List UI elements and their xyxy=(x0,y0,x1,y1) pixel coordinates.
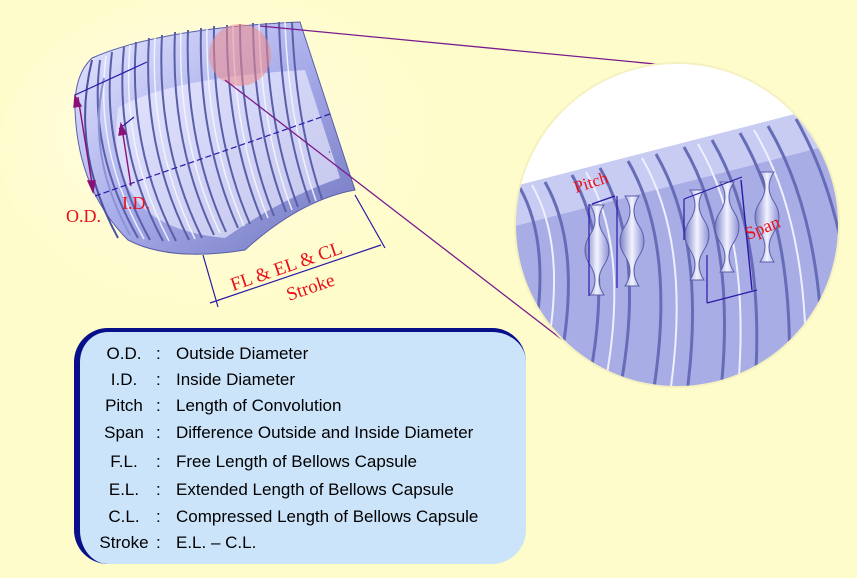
legend-term: Span xyxy=(104,423,144,442)
legend-term: F.L. xyxy=(110,452,138,471)
legend-colon: : xyxy=(156,452,161,471)
legend-row-stroke: Stroke : E.L. – C.L. xyxy=(80,533,520,559)
legend-colon: : xyxy=(156,480,161,499)
legend-row-pitch: Pitch : Length of Convolution xyxy=(80,396,520,422)
legend-term: Pitch xyxy=(105,396,143,415)
legend-definition: Length of Convolution xyxy=(176,396,342,415)
legend-colon: : xyxy=(156,507,161,526)
zoom-connector-top xyxy=(259,25,677,67)
dimension-lines xyxy=(74,61,758,308)
id-label: I.D. xyxy=(122,193,150,213)
zoom-connector-bottom xyxy=(224,79,574,349)
legend-colon: : xyxy=(156,533,161,552)
legend-row-fl: F.L. : Free Length of Bellows Capsule xyxy=(80,452,520,478)
legend-row-cl: C.L. : Compressed Length of Bellows Caps… xyxy=(80,507,520,533)
legend-term: O.D. xyxy=(106,344,142,363)
legend-definition: Difference Outside and Inside Diameter xyxy=(176,423,474,442)
legend-definition: Inside Diameter xyxy=(176,370,296,389)
legend-row-id: I.D. : Inside Diameter xyxy=(80,370,520,396)
legend-definition: Free Length of Bellows Capsule xyxy=(176,452,417,471)
legend-row-el: E.L. : Extended Length of Bellows Capsul… xyxy=(80,480,520,506)
legend-box: O.D. : Outside Diameter I.D. : Inside Di… xyxy=(74,328,526,564)
legend-colon: : xyxy=(156,344,161,363)
legend-definition: Compressed Length of Bellows Capsule xyxy=(176,507,479,526)
legend-colon: : xyxy=(156,396,161,415)
legend-row-od: O.D. : Outside Diameter xyxy=(80,344,520,370)
dimension-arrows xyxy=(73,93,753,291)
legend-definition: Extended Length of Bellows Capsule xyxy=(176,480,454,499)
legend-term: E.L. xyxy=(108,480,140,499)
legend-definition: Outside Diameter xyxy=(176,344,309,363)
od-label: O.D. xyxy=(66,206,101,226)
legend-colon: : xyxy=(156,370,161,389)
legend-row-span: Span : Difference Outside and Inside Dia… xyxy=(80,423,520,449)
legend-term: I.D. xyxy=(110,370,138,389)
legend-colon: : xyxy=(156,423,161,442)
zoom-detail-view xyxy=(514,62,840,388)
legend-term: Stroke xyxy=(99,533,149,552)
bellows-capsule xyxy=(74,21,356,255)
legend-term: C.L. xyxy=(108,507,140,526)
zoom-source-highlight xyxy=(209,24,271,86)
legend-definition: E.L. – C.L. xyxy=(176,533,257,552)
